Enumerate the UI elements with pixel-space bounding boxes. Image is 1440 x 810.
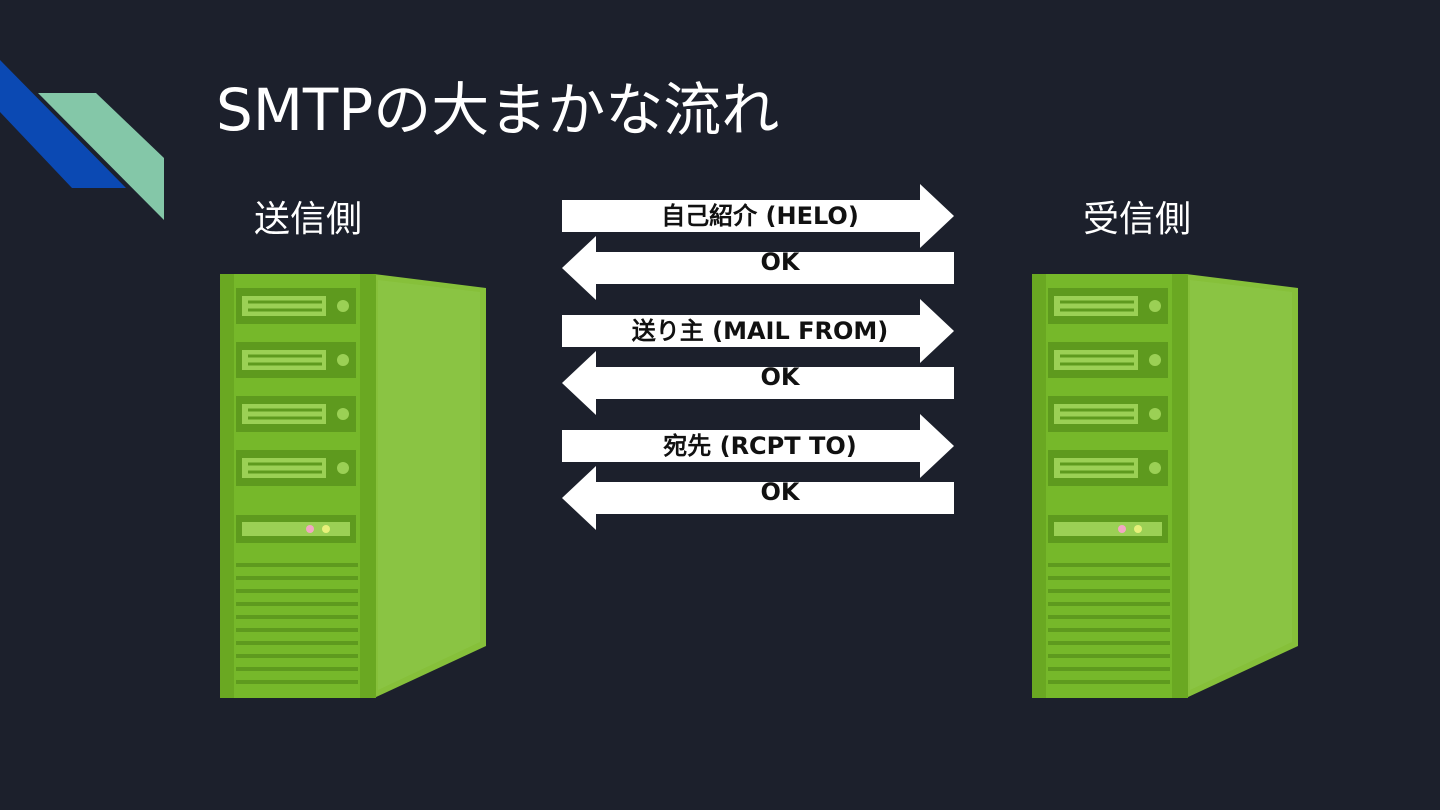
receiver-label: 受信側 — [1083, 199, 1192, 240]
message-arrow-helo: 自己紹介 (HELO) — [560, 182, 960, 250]
message-arrow-ok-2: OK — [560, 349, 960, 417]
message-label: OK — [760, 363, 800, 391]
message-label: OK — [760, 478, 800, 506]
left-arrow-shape — [562, 466, 954, 530]
right-arrow-shape — [562, 299, 954, 363]
message-arrow-rcpt-to: 宛先 (RCPT TO) — [560, 412, 960, 480]
message-label: OK — [760, 248, 800, 276]
left-arrow-shape — [562, 351, 954, 415]
message-arrow-ok-3: OK — [560, 464, 960, 532]
right-arrow-shape — [562, 184, 954, 248]
message-label: 宛先 (RCPT TO) — [663, 432, 857, 460]
message-label: 自己紹介 (HELO) — [661, 202, 859, 230]
sender-server-illustration — [220, 274, 486, 698]
sender-label: 送信側 — [254, 199, 363, 240]
message-arrow-mail-from: 送り主 (MAIL FROM) — [560, 297, 960, 365]
message-label: 送り主 (MAIL FROM) — [631, 317, 889, 345]
left-arrow-shape — [562, 236, 954, 300]
receiver-server-illustration — [1032, 274, 1298, 698]
corner-decoration — [0, 60, 164, 220]
right-arrow-shape — [562, 414, 954, 478]
message-arrow-ok-1: OK — [560, 234, 960, 302]
page-title: SMTPの大まかな流れ — [216, 76, 780, 144]
